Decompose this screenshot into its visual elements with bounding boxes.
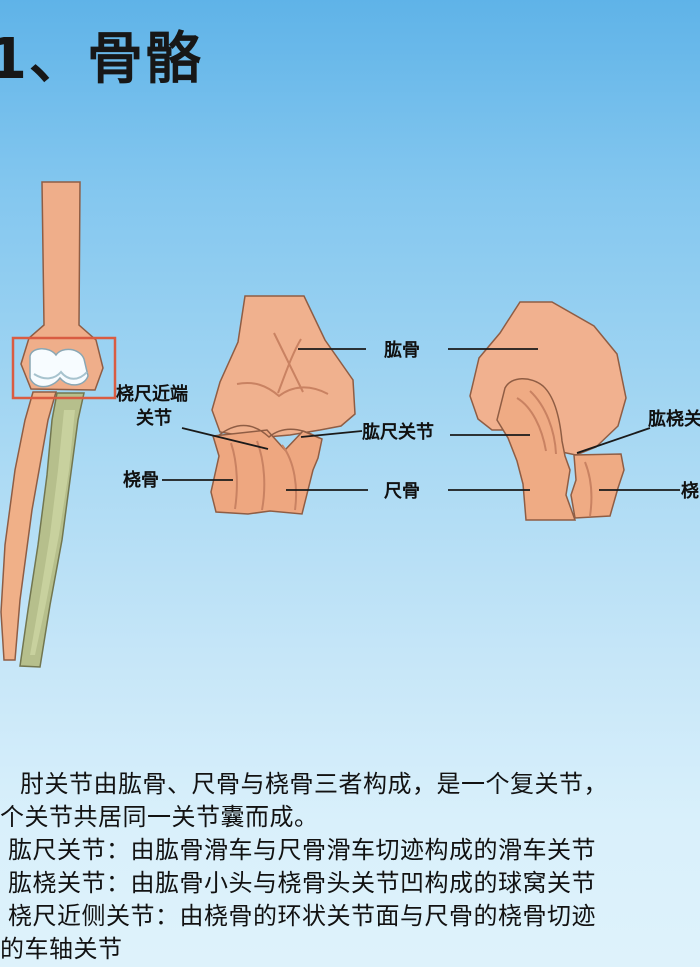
description-line-3: 肱尺关节：由肱骨滑车与尺骨滑车切迹构成的滑车关节 — [8, 836, 596, 864]
elbow-front-view — [210, 295, 356, 515]
forearm-ulna — [0, 391, 57, 661]
page-title: 1、骨骼 — [0, 27, 203, 92]
pointer-proximal-radioulnar — [181, 427, 269, 450]
right-radius — [570, 453, 625, 519]
label-humeroradial-joint: 肱桡关 — [648, 408, 700, 430]
description-line-6: 的车轴关节 — [0, 935, 123, 963]
label-proximal-radioulnar-line1: 桡尺近端 — [116, 383, 188, 405]
label-radius-right: 桡 — [681, 480, 699, 502]
description-line-5: 桡尺近侧关节：由桡骨的环状关节面与尺骨的桡骨切迹 — [8, 902, 596, 930]
description-line-1: 肘关节由肱骨、尺骨与桡骨三者构成，是一个复关节， — [20, 770, 608, 798]
pointer-humeroulnar-middle — [300, 430, 363, 438]
right-shadow-lines — [516, 390, 593, 517]
forearm-skeleton — [0, 181, 117, 668]
description-block: 肘关节由肱骨、尺骨与桡骨三者构成，是一个复关节， 个关节共居同一关节囊而成。 肱… — [0, 768, 700, 966]
elbow-side-view — [469, 301, 627, 521]
label-pointer-lines — [162, 348, 680, 491]
joint-cartilage-shadow — [33, 370, 88, 380]
middle-joint-lines — [217, 424, 320, 439]
description-line-4: 肱桡关节：由肱骨小头与桡骨头关节凹构成的球窝关节 — [8, 869, 596, 897]
description-line-2: 个关节共居同一关节囊而成。 — [0, 803, 319, 831]
middle-humerus-shadow — [236, 332, 329, 398]
right-ulna — [496, 378, 577, 521]
label-radius-left: 桡骨 — [123, 469, 159, 491]
radius-highlight — [30, 410, 75, 655]
label-humerus: 肱骨 — [384, 340, 420, 361]
pointer-humeroradial-right — [576, 427, 651, 454]
label-proximal-radioulnar-line2: 关节 — [136, 407, 172, 429]
highlight-box — [11, 336, 117, 400]
middle-humerus — [211, 295, 356, 439]
label-humeroulnar-joint: 肱尺关节 — [362, 421, 434, 443]
label-ulna: 尺骨 — [384, 481, 420, 502]
middle-lower-bones — [210, 429, 323, 515]
